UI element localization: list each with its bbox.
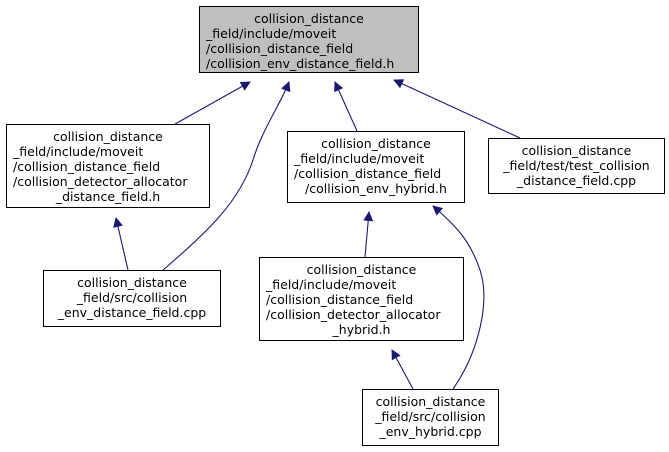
node-line: _env_hybrid.cpp bbox=[379, 424, 482, 439]
edge-env_df_cpp-to-root bbox=[162, 81, 291, 271]
node-line: collision_distance bbox=[321, 136, 431, 151]
node-line: /collision_detector_allocator bbox=[266, 307, 441, 322]
edge-env_hybrid_cpp-to-alloc_hybrid bbox=[391, 349, 414, 390]
node-line: _distance_field.cpp bbox=[516, 173, 637, 188]
node-line: _field/include/moveit bbox=[294, 151, 425, 166]
edge-test_cpp-to-root bbox=[393, 79, 521, 139]
node-line: /collision_env_hybrid.h bbox=[305, 181, 447, 196]
node-line: _field/test/test_collision bbox=[503, 158, 650, 173]
node-line: collision_distance bbox=[306, 262, 417, 277]
node-line: collision_distance bbox=[254, 11, 364, 26]
node-line: _field/include/moveit bbox=[266, 277, 397, 292]
node-line: /collision_distance_field bbox=[266, 292, 414, 307]
node-collision-detector-allocator-distance-field-h[interactable]: collision_distance _field/include/moveit… bbox=[6, 124, 210, 208]
edge-alloc_df-to-root bbox=[174, 81, 251, 125]
node-collision-env-hybrid-cpp[interactable]: collision_distance _field/src/collision … bbox=[362, 389, 499, 446]
node-collision-env-distance-field-cpp[interactable]: collision_distance _field/src/collision … bbox=[43, 270, 221, 327]
node-line: collision_distance bbox=[77, 275, 187, 290]
node-line: /collision_detector_allocator bbox=[13, 174, 188, 189]
node-line: _field/src/collision bbox=[375, 409, 486, 424]
node-line: /collision_distance_field bbox=[294, 166, 442, 181]
edge-env_hybrid_h-to-root bbox=[334, 81, 358, 132]
node-line: _distance_field.h bbox=[55, 189, 161, 204]
node-line: collision_distance bbox=[521, 143, 632, 158]
node-line: _field/include/moveit bbox=[206, 26, 337, 41]
node-line: _field/src/collision bbox=[76, 290, 188, 305]
node-line: /collision_env_distance_field.h bbox=[206, 56, 395, 71]
node-line: collision_distance bbox=[375, 394, 486, 409]
node-line: collision_distance bbox=[53, 129, 163, 144]
node-collision-detector-allocator-hybrid-h[interactable]: collision_distance _field/include/moveit… bbox=[259, 257, 464, 341]
node-line: /collision_distance_field bbox=[206, 41, 354, 56]
node-test-collision-distance-field-cpp[interactable]: collision_distance _field/test/test_coll… bbox=[488, 138, 665, 194]
edge-alloc_hybrid-to-env_hybrid_h bbox=[363, 211, 374, 258]
edge-env_hybrid_cpp-to-env_hybrid_h bbox=[432, 205, 485, 390]
node-collision-env-distance-field-h: collision_distance _field/include/moveit… bbox=[199, 6, 419, 73]
edge-env_df_cpp-to-alloc_df bbox=[113, 217, 129, 271]
node-line: _field/include/moveit bbox=[13, 144, 144, 159]
node-line: _env_distance_field.cpp bbox=[57, 305, 207, 320]
node-line: /collision_distance_field bbox=[13, 159, 161, 174]
node-line: _hybrid.h bbox=[332, 322, 391, 337]
node-collision-env-hybrid-h[interactable]: collision_distance _field/include/moveit… bbox=[287, 131, 465, 203]
